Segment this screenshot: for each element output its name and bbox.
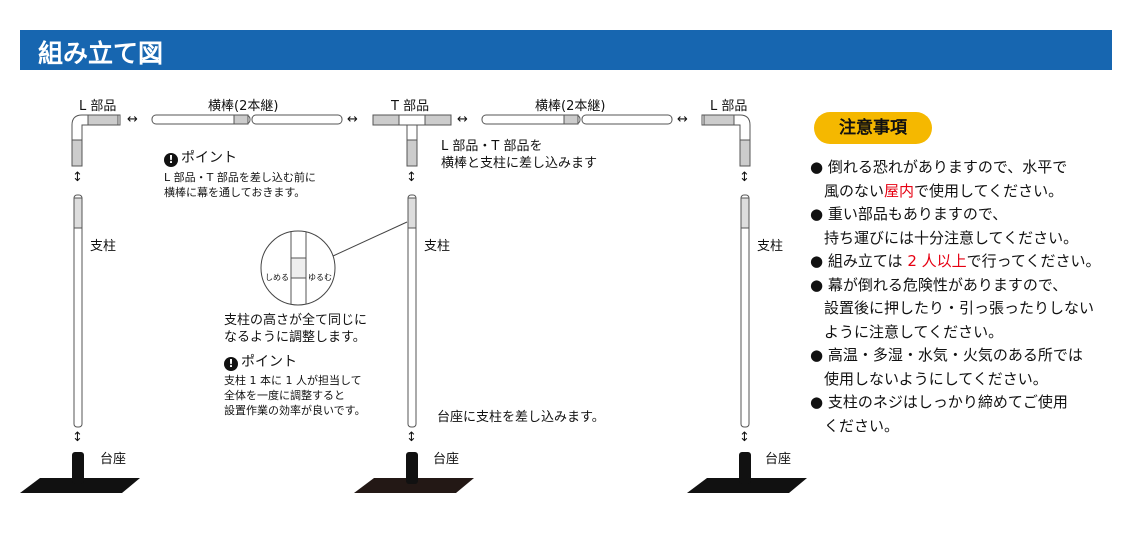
- pole-right: [740, 194, 750, 428]
- arrow-v-3: ↕: [739, 170, 750, 185]
- t-part: [372, 114, 452, 167]
- pole-label-center: 支柱: [424, 239, 451, 254]
- base-left: [20, 452, 140, 493]
- arrow-h-1: ↔: [127, 112, 138, 127]
- arrow-h-4: ↔: [677, 112, 688, 127]
- note-line: 横棒に幕を通しておきます。: [164, 186, 306, 199]
- base-right: [687, 452, 807, 493]
- page-title: 組み立て図: [38, 39, 164, 68]
- note-line: L 部品・T 部品を差し込む前に: [164, 171, 316, 184]
- header-bar: 組み立て図: [20, 30, 1112, 70]
- pole-label-right: 支柱: [757, 239, 784, 254]
- point-title: ポイント: [241, 354, 297, 370]
- note-line: 横棒と支柱に差し込みます: [441, 156, 598, 171]
- arrow-v-1: ↕: [72, 170, 83, 185]
- point-note-2: !ポイント 支柱 1 本に 1 人が担当して全体を一度に調整すると設置作業の効率…: [224, 351, 366, 418]
- screw-detail: [260, 221, 408, 306]
- loosen-label: ゆるむ: [308, 273, 332, 282]
- l-part-label-right: L 部品: [710, 99, 748, 114]
- arrow-v-6: ↕: [739, 430, 750, 445]
- point-note-1: !ポイント L 部品・T 部品を差し込む前に横棒に幕を通しておきます。: [164, 147, 316, 200]
- arrow-v-5: ↕: [406, 430, 417, 445]
- pole-center: [407, 194, 417, 428]
- note-line: なるように調整します。: [224, 330, 366, 345]
- tighten-label: しめる: [265, 273, 289, 282]
- point-title: ポイント: [181, 150, 237, 166]
- insert-note: L 部品・T 部品を横棒と支柱に差し込みます: [441, 138, 597, 172]
- arrow-h-3: ↔: [457, 112, 468, 127]
- caution-item: ● 組み立ては 2 人以上で行ってください。: [810, 252, 1101, 270]
- l-part-right: [701, 114, 751, 167]
- arrow-h-2: ↔: [347, 112, 358, 127]
- base-label-right: 台座: [765, 452, 792, 467]
- arrow-v-2: ↕: [406, 170, 417, 185]
- base-label-center: 台座: [433, 452, 460, 467]
- caution-item: ● 倒れる恐れがありますので、水平で風のない屋内で使用してください。: [810, 158, 1068, 200]
- bar-right: [481, 114, 673, 125]
- pole-label-left: 支柱: [90, 239, 117, 254]
- t-part-label: T 部品: [391, 99, 430, 114]
- caution-item: ● 重い部品もありますので、持ち運びには十分注意してください。: [810, 205, 1079, 247]
- base-label-left: 台座: [100, 452, 127, 467]
- note-line: 全体を一度に調整すると: [224, 389, 345, 402]
- exclamation-icon: !: [164, 153, 178, 167]
- bar-label-left: 横棒(2本継): [208, 99, 279, 114]
- pole-left: [73, 194, 83, 428]
- note-line: L 部品・T 部品を: [441, 139, 543, 154]
- base-note: 台座に支柱を差し込みます。: [437, 410, 605, 425]
- caution-item: ● 支柱のネジはしっかり締めてご使用ください。: [810, 393, 1068, 435]
- cautions-badge: 注意事項: [814, 112, 932, 144]
- caution-item: ● 高温・多湿・水気・火気のある所では使用しないようにしてください。: [810, 346, 1083, 388]
- note-line: 支柱 1 本に 1 人が担当して: [224, 374, 362, 387]
- bar-label-right: 横棒(2本継): [535, 99, 606, 114]
- adjust-note: 支柱の高さが全て同じになるように調整します。: [224, 312, 367, 346]
- caution-item: ● 幕が倒れる危険性がありますので、設置後に押したり・引っ張ったりしないように注…: [810, 275, 1095, 341]
- bar-left: [151, 114, 343, 125]
- exclamation-icon: !: [224, 357, 238, 371]
- base-center: [354, 452, 474, 493]
- arrow-v-4: ↕: [72, 430, 83, 445]
- l-part-left: [71, 114, 121, 167]
- note-line: 設置作業の効率が良いです。: [224, 404, 366, 417]
- l-part-label-left: L 部品: [79, 99, 117, 114]
- note-line: 支柱の高さが全て同じに: [224, 313, 368, 328]
- cautions-list: ● 倒れる恐れがありますので、水平で風のない屋内で使用してください。 ● 重い部…: [810, 156, 1100, 438]
